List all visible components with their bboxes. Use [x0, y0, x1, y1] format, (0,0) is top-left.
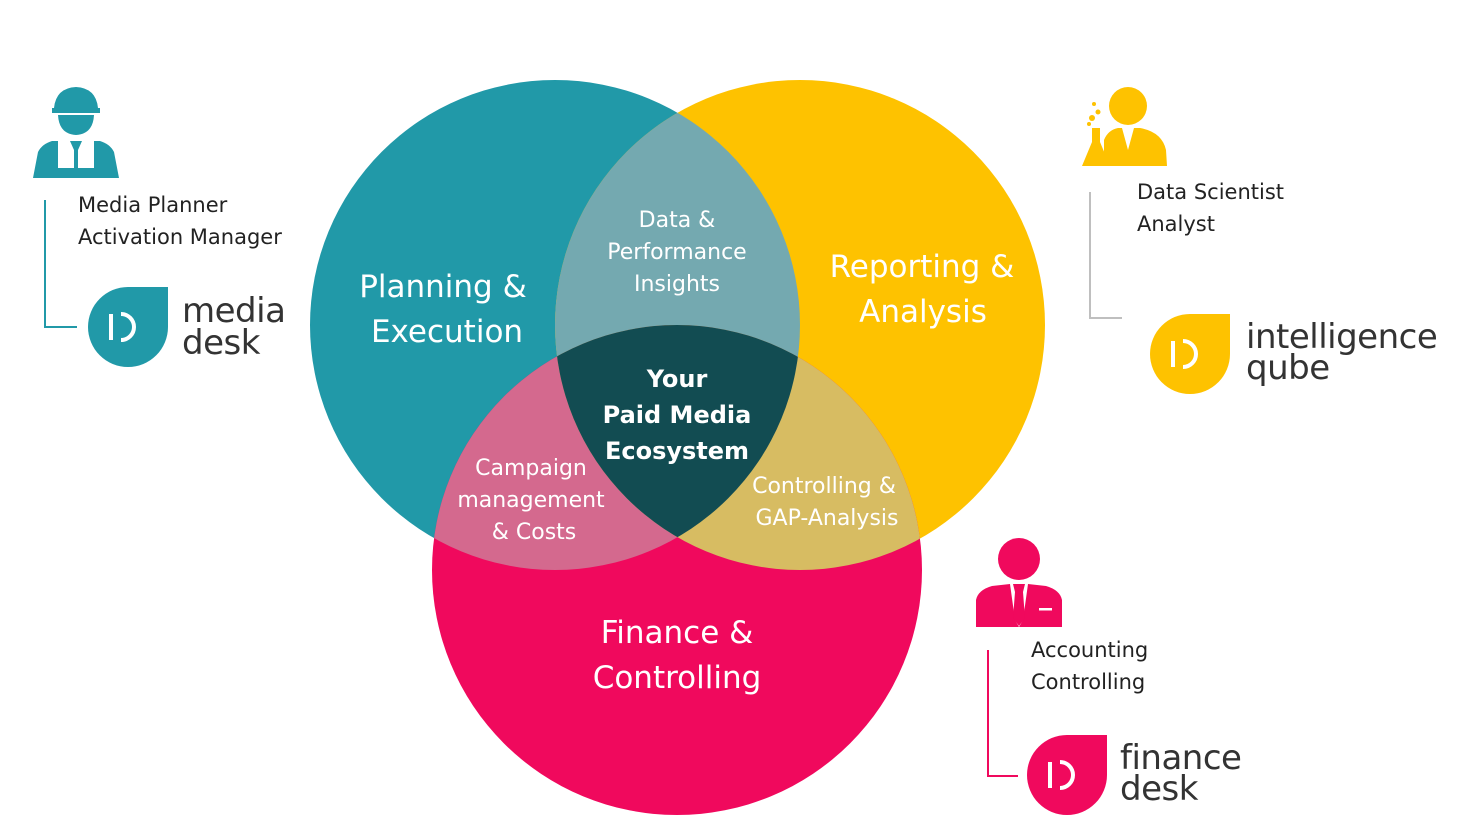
intelligence-qube-logo	[1150, 314, 1230, 394]
campaign-label-3: & Costs	[492, 520, 577, 545]
media-desk-logo	[88, 287, 168, 367]
finance-connector-line-h	[987, 775, 1018, 777]
finance-label-1: Finance &	[601, 615, 754, 651]
media-role-2: Activation Manager	[78, 225, 282, 249]
intelligence-role-1: Data Scientist	[1137, 180, 1284, 204]
finance-label-2: Controlling	[593, 660, 762, 696]
reporting-label-2: Analysis	[859, 294, 987, 330]
campaign-label-2: management	[457, 488, 605, 513]
finance-connector-line	[987, 650, 989, 777]
planning-label-1: Planning &	[359, 269, 527, 305]
scientist-icon	[1082, 87, 1167, 166]
finance-role-1: Accounting	[1031, 638, 1148, 662]
finance-role-2: Controlling	[1031, 670, 1145, 694]
media-role-1: Media Planner	[78, 193, 228, 217]
businessman-icon	[976, 538, 1062, 627]
media-connector-line	[44, 200, 46, 328]
intelligence-connector-line	[1089, 192, 1091, 319]
center-label-3: Ecosystem	[605, 437, 749, 465]
reporting-label-1: Reporting &	[830, 249, 1015, 285]
center-label-2: Paid Media	[603, 401, 752, 429]
construction-worker-icon	[33, 87, 119, 178]
finance-brand-1: finance	[1120, 738, 1241, 778]
controlling-overlap	[555, 325, 922, 570]
media-connector-line-h	[44, 326, 77, 328]
controlling-label-2: GAP-Analysis	[756, 506, 899, 531]
intelligence-brand-1: intelligence	[1246, 317, 1437, 357]
finance-desk-logo	[1027, 735, 1107, 815]
campaign-label-1: Campaign	[475, 456, 587, 481]
planning-label-2: Execution	[371, 314, 523, 350]
intelligence-role-2: Analyst	[1137, 212, 1215, 236]
data-label-1: Data &	[639, 208, 716, 233]
data-label-2: Performance	[607, 240, 746, 265]
data-label-3: Insights	[634, 272, 720, 297]
finance-brand-2: desk	[1120, 769, 1199, 809]
intelligence-brand-2: qube	[1246, 348, 1330, 388]
media-brand-2: desk	[182, 323, 261, 363]
center-label-1: Your	[646, 365, 708, 393]
intelligence-connector-line-h	[1089, 317, 1122, 319]
controlling-label-1: Controlling &	[752, 474, 896, 499]
media-brand-1: media	[182, 291, 285, 331]
